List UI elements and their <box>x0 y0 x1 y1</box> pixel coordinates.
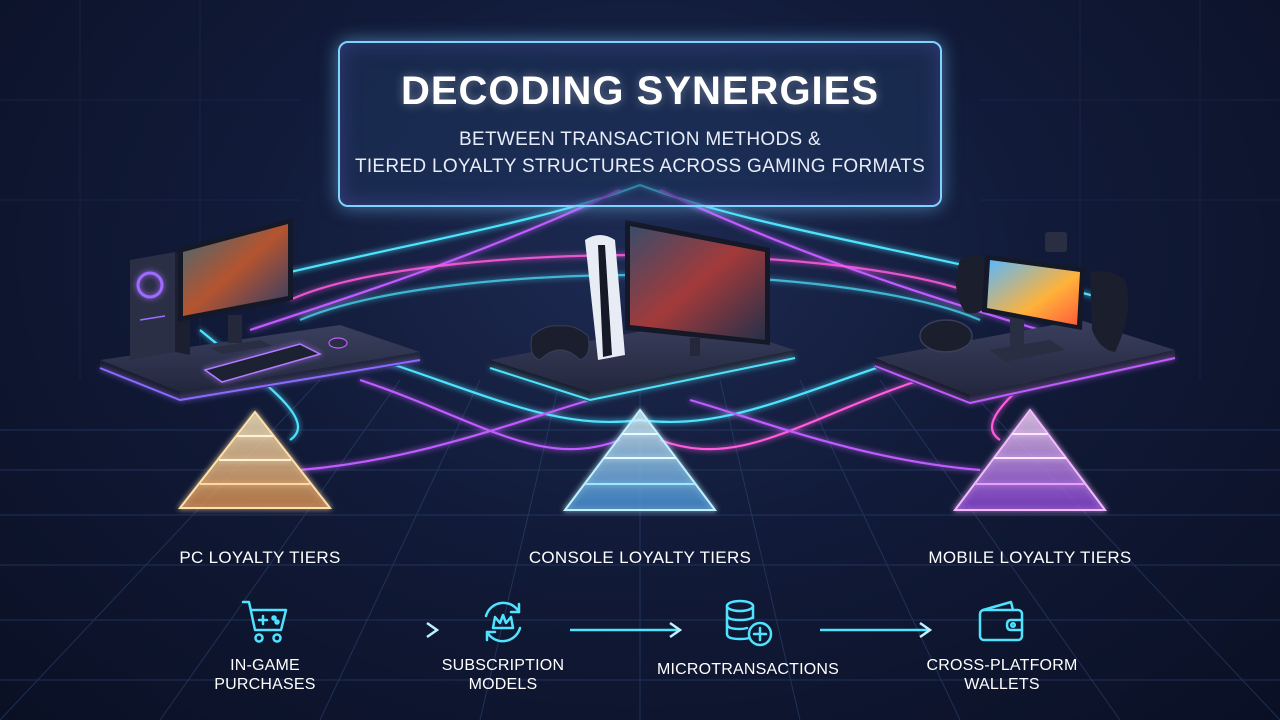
mobile-loyalty-pyramid <box>953 408 1107 511</box>
pc-monitor <box>178 218 293 354</box>
pc-loyalty-pyramid <box>177 410 333 509</box>
pc-platform <box>99 218 421 402</box>
flow-label-line-2: MODELS <box>468 676 538 693</box>
phone <box>982 255 1085 330</box>
flow-label-line-2: WALLETS <box>964 676 1040 693</box>
flow-step-cross-platform-wallets: CROSS-PLATFORM WALLETS <box>902 596 1102 694</box>
shopping-cart-icon <box>241 600 288 643</box>
page-title: DECODING SYNERGIES <box>400 69 880 113</box>
flow-label-line-1: SUBSCRIPTION <box>441 657 565 674</box>
flow-step-microtransactions: MICROTRANSACTIONS <box>648 596 848 679</box>
subtitle-line-1: BETWEEN TRANSACTION METHODS & <box>459 129 821 150</box>
cooling-fan <box>919 319 973 353</box>
mobile-controller-icon <box>956 255 1129 352</box>
flow-arrow-3 <box>820 621 933 639</box>
flow-label-line-1: CROSS-PLATFORM <box>926 657 1078 674</box>
flow-label: CROSS-PLATFORM WALLETS <box>902 656 1102 694</box>
crown-cycle-icon <box>484 601 522 643</box>
page-subtitle: BETWEEN TRANSACTION METHODS & TIERED LOY… <box>340 126 940 180</box>
console-tv <box>625 220 770 356</box>
mobile-platform <box>874 232 1176 405</box>
subtitle-line-2: TIERED LOYALTY STRUCTURES ACROSS GAMING … <box>354 156 926 177</box>
console-unit <box>585 235 625 360</box>
flow-label: MICROTRANSACTIONS <box>648 660 848 679</box>
mobile-tier-label: MOBILE LOYALTY TIERS <box>928 548 1132 567</box>
console-controller-icon <box>530 325 590 361</box>
title-panel: DECODING SYNERGIES BETWEEN TRANSACTION M… <box>338 41 942 207</box>
grid-wall <box>0 0 1280 380</box>
flow-label-line-1: MICROTRANSACTIONS <box>656 661 840 678</box>
flow-label-line-1: IN-GAME <box>230 657 300 674</box>
pc-tier-label: PC LOYALTY TIERS <box>179 548 341 567</box>
flow-label: SUBSCRIPTION MODELS <box>403 656 603 694</box>
coin-stack-icon <box>725 599 773 647</box>
console-loyalty-pyramid <box>563 408 717 511</box>
flow-arrow-2 <box>570 621 683 639</box>
pc-mouse <box>328 337 348 349</box>
wallet-icon <box>978 600 1024 642</box>
flow-arrow-1 <box>327 621 440 639</box>
pc-keyboard <box>203 343 323 383</box>
flow-label-line-2: PURCHASES <box>214 676 316 693</box>
flow-step-in-game-purchases: IN-GAME PURCHASES <box>165 596 365 694</box>
console-platform <box>489 220 796 402</box>
flow-label: IN-GAME PURCHASES <box>165 656 365 694</box>
console-tier-label: CONSOLE LOYALTY TIERS <box>528 548 752 567</box>
flow-step-subscription-models: SUBSCRIPTION MODELS <box>403 596 603 694</box>
